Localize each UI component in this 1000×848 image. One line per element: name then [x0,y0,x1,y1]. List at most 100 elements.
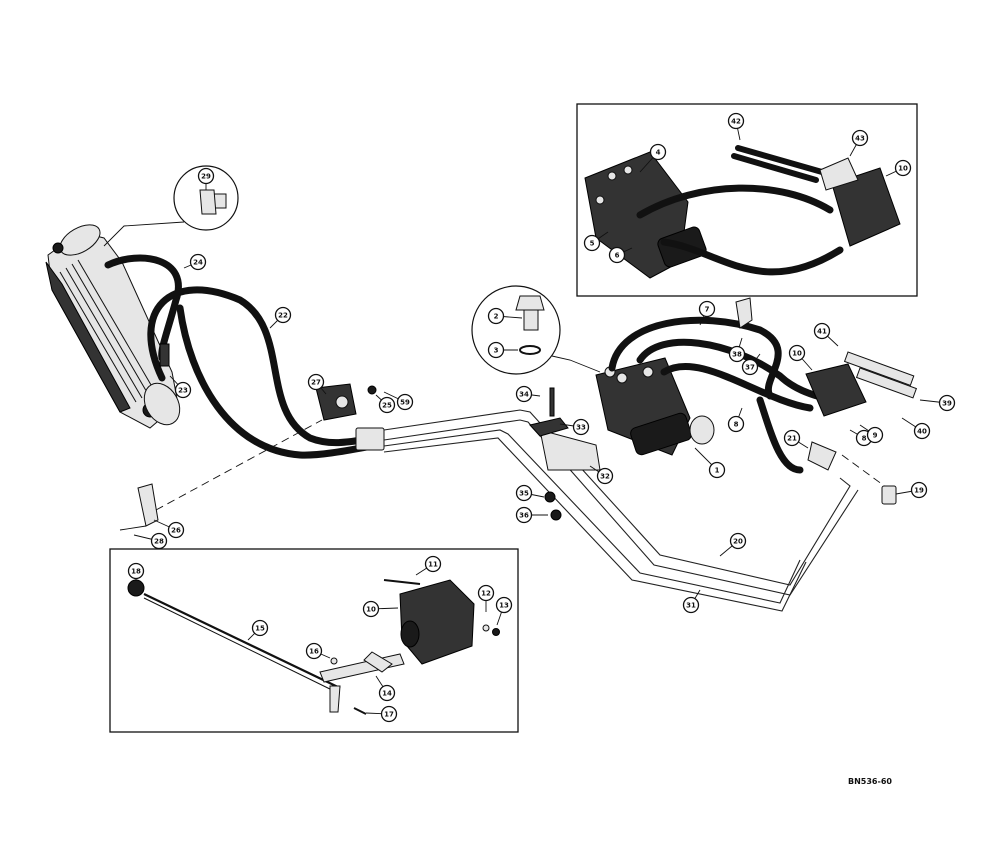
fitting-detail-bubble-29 [103,165,239,247]
callout-13: 13 [495,596,513,626]
clamp-27 [315,383,377,421]
callout-4: 4 [639,143,667,173]
callout-number: 12 [481,590,491,598]
hose-assemblies-cylinder [104,254,385,459]
callout-number: 20 [733,538,743,546]
callout-balloon [727,415,745,433]
callout-35: 35 [515,484,545,502]
callout-balloon [307,373,325,391]
callout-balloon [649,143,667,161]
callout-number: 10 [366,606,376,614]
bracket-26 [137,483,159,527]
callout-balloon [362,600,380,618]
callout-number: 19 [914,487,924,495]
callout-number: 42 [731,118,741,126]
callout-number: 18 [131,568,141,576]
fitting-detail-bubble-2 [471,285,601,375]
callout-balloon [189,253,207,271]
callout-40: 40 [901,417,931,440]
callout-3: 3 [487,341,518,359]
callout-balloon [913,422,931,440]
callout-balloon [741,358,759,376]
callout-12: 12 [477,584,495,612]
callout-balloon [380,705,398,723]
callout-number: 17 [384,711,394,719]
callout-number: 10 [898,165,908,173]
callout-21: 21 [783,429,809,449]
callout-balloon [729,532,747,550]
callout-2: 2 [487,307,523,325]
callout-balloon [894,159,912,177]
callout-number: 38 [732,351,742,359]
callout-7: 7 [698,300,716,326]
callout-balloon [197,167,215,185]
callout-balloon [515,506,533,524]
callout-number: 3 [494,347,499,355]
callout-number: 7 [705,306,710,314]
callout-27: 27 [307,373,327,395]
callout-balloon [596,467,614,485]
callout-balloon [608,246,626,264]
callout-balloon [851,129,869,147]
callout-number: 6 [615,252,620,260]
callout-balloon [866,426,884,444]
callout-balloon [682,596,700,614]
callout-number: 35 [519,490,529,498]
callout-10: 10 [885,159,912,177]
callout-number: 25 [382,402,392,410]
control-valve [595,357,715,456]
callout-number: 11 [428,561,438,569]
callout-25: 25 [375,394,396,414]
callout-number: 32 [600,473,610,481]
callout-41: 41 [813,322,839,347]
callout-59: 59 [383,391,414,411]
callout-31: 31 [682,589,701,614]
callout-number: 36 [519,512,529,520]
remote-valve [735,297,918,505]
callout-number: 5 [590,240,595,248]
callout-number: 8 [862,435,867,443]
callout-number: 39 [942,400,952,408]
callout-balloon [515,385,533,403]
callout-number: 37 [745,364,755,372]
callout-number: 2 [494,313,499,321]
callout-balloon [910,481,928,499]
callout-balloon [477,584,495,602]
callout-number: 9 [873,432,878,440]
callout-number: 40 [917,428,927,436]
callout-16: 16 [305,642,331,660]
callout-balloon [515,484,533,502]
inset-linkage-assembly [127,579,500,715]
callout-5: 5 [583,231,609,252]
callout-number: 43 [855,135,865,143]
hydraulic-cylinder [45,224,181,429]
callout-balloon [572,418,590,436]
callout-balloon [783,429,801,447]
callout-balloon [150,532,168,550]
callout-balloon [813,322,831,340]
callout-number: 29 [201,173,211,181]
callout-26: 26 [153,519,185,539]
callout-20: 20 [719,532,747,557]
callout-balloon [424,555,442,573]
callout-number: 31 [686,602,696,610]
callout-29: 29 [197,167,215,190]
callout-42: 42 [727,112,745,141]
callout-33: 33 [559,418,590,436]
callout-number: 15 [255,625,265,633]
callout-number: 24 [193,259,203,267]
callout-balloon [727,112,745,130]
callout-number: 33 [576,424,586,432]
callout-10: 10 [788,344,813,371]
callout-number: 10 [792,350,802,358]
callout-38: 38 [728,337,746,363]
callout-number: 13 [499,602,509,610]
callout-number: 22 [278,312,288,320]
callout-39: 39 [919,394,956,412]
callout-number: 26 [171,527,181,535]
callout-balloon [396,393,414,411]
callout-37: 37 [741,353,761,376]
callout-43: 43 [849,129,869,157]
callout-19: 19 [895,481,928,499]
